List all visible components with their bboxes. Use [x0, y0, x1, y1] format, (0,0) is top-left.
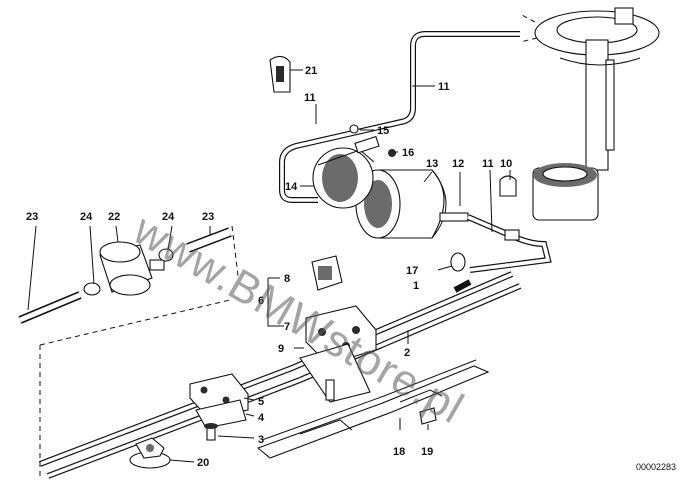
label-2: 2: [404, 347, 410, 359]
fuel-filter: [312, 124, 469, 239]
document-number: 00002283: [635, 462, 676, 472]
label-20: 20: [197, 457, 209, 469]
label-5: 5: [258, 396, 264, 408]
label-18: 18: [393, 446, 405, 458]
fuel-lines-right: [450, 175, 552, 273]
label-24-left: 24: [80, 211, 93, 223]
label-11-left: 11: [304, 92, 316, 104]
label-24-right: 24: [162, 211, 175, 223]
label-10: 10: [500, 158, 512, 170]
label-6: 6: [258, 295, 264, 307]
heat-shield: [256, 359, 490, 459]
label-15: 15: [377, 125, 389, 137]
label-16: 16: [402, 147, 414, 159]
label-17: 17: [406, 265, 418, 277]
fuel-lines-lower: [38, 271, 522, 479]
label-21: 21: [305, 65, 317, 77]
label-3: 3: [258, 434, 264, 446]
label-22: 22: [108, 211, 120, 223]
label-11-top: 11: [438, 81, 450, 93]
label-13: 13: [426, 158, 438, 170]
label-12: 12: [452, 158, 464, 170]
label-23-left: 23: [26, 211, 38, 223]
label-11-right: 11: [482, 158, 494, 170]
lower-holder-assembly: [189, 373, 249, 441]
label-1: 1: [413, 280, 419, 292]
fuel-pump-sender-unit: [519, 7, 660, 221]
label-4: 4: [258, 412, 265, 424]
inline-pump-inset: [18, 225, 239, 480]
label-7: 7: [284, 321, 290, 333]
leader-lines: [27, 69, 511, 463]
label-14: 14: [285, 181, 298, 193]
line-holder-assembly: [299, 255, 377, 403]
clip: [269, 55, 291, 93]
clamp: [129, 437, 171, 469]
label-9: 9: [278, 343, 284, 355]
label-19: 19: [421, 446, 433, 458]
label-23-right: 23: [202, 211, 214, 223]
callout-labels: 1 2 3 4 5 6 7 8 9 10 11 11 11 12 13 14 1…: [26, 65, 512, 469]
label-8: 8: [284, 273, 290, 285]
